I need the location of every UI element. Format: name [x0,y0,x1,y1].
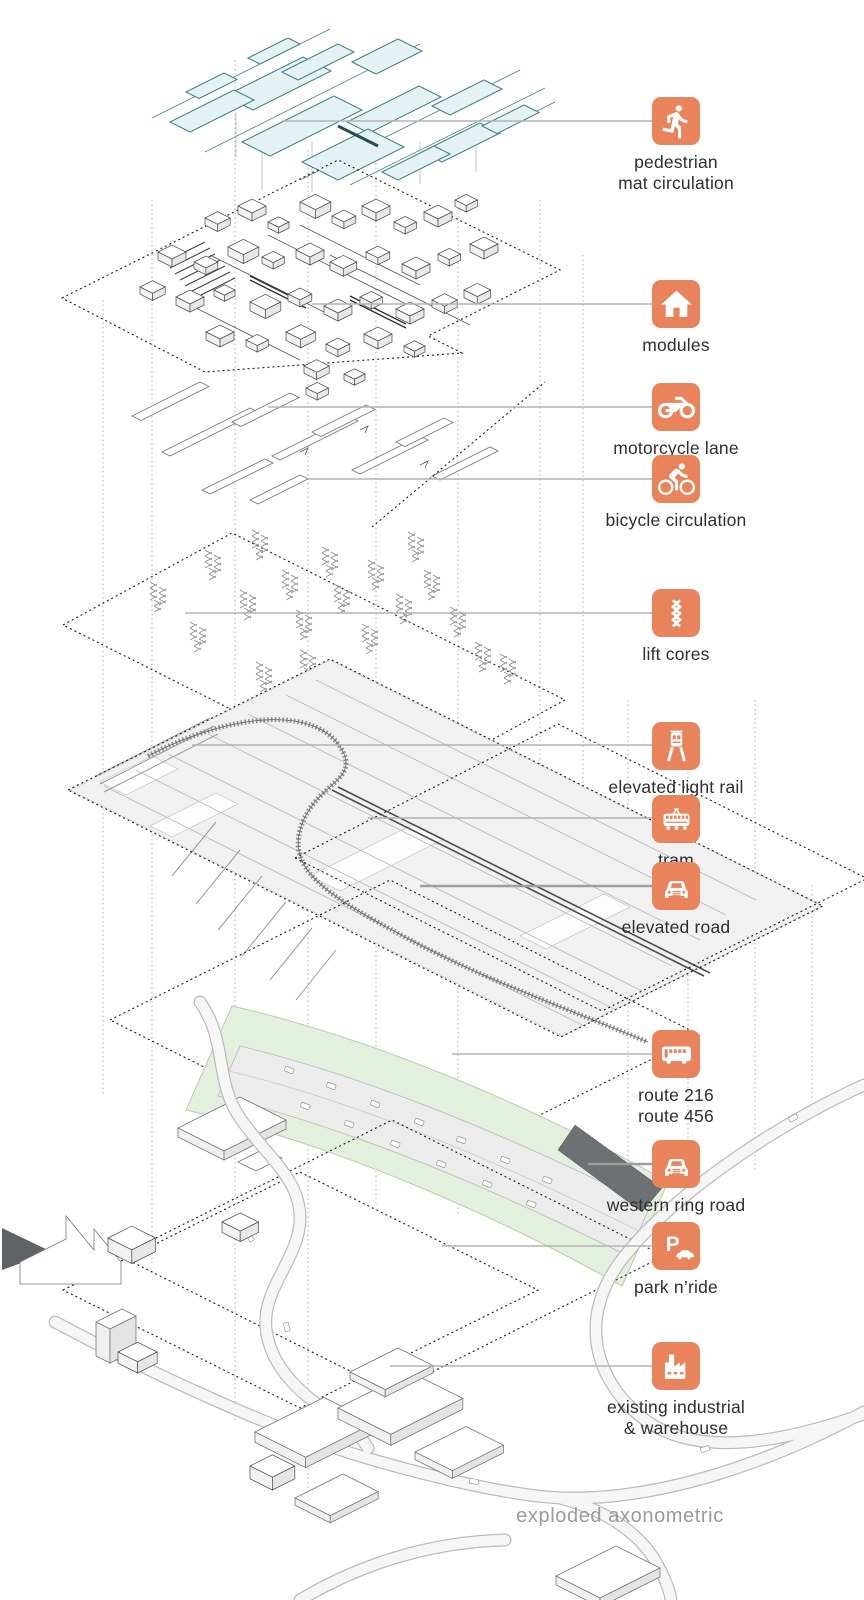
car-front-icon [652,1140,700,1188]
light-rail-icon [652,722,700,770]
legend-label: elevated light rail [608,777,744,797]
bus-icon [652,1030,700,1078]
western-ring-road-wedge [557,1124,663,1213]
car-front-icon [652,862,700,910]
industrial-buildings [2,1212,661,1600]
legend-item-tram: tram [652,795,700,870]
pedestrian-icon [652,97,700,145]
legend-item-western-ring-road: western ring road [607,1140,745,1215]
cars-on-road [284,1065,553,1209]
legend-item-park-n-ride: park n’ride [634,1222,718,1297]
factory-icon [652,1342,700,1390]
legend-label: modules [642,335,710,355]
legend-label: elevated road [621,917,731,937]
house-icon [652,280,700,328]
legend-item-elevated-road: elevated road [622,862,730,937]
diagram-caption: exploded axonometric [516,1505,724,1527]
layer-modules [60,159,562,401]
bicycle-icon [652,455,700,503]
lift-core-icon [652,589,700,637]
legend-label: bicycle circulation [605,510,747,530]
layer-bus-routes [108,879,702,1287]
tram-icon [652,795,700,843]
legend-label: western ring road [606,1195,746,1215]
layer-industrial-ground [2,995,864,1600]
layer-lanes [130,381,546,528]
legend-item-bicycle-circulation: bicycle circulation [606,455,746,530]
legend-label: existing industrial& warehouse [606,1397,746,1438]
legend-item-modules: modules [642,280,710,355]
layer-infrastructure-slab [66,658,864,1045]
legend-label: motorcycle lane [613,438,739,458]
legend-label: lift cores [642,644,710,664]
layer-pedestrian-mat [151,28,556,192]
parking-icon [652,1222,700,1270]
legend-item-elevated-light-rail: elevated light rail [608,722,743,797]
legend-item-motorcycle-lane: motorcycle lane [613,383,739,458]
legend-label: park n’ride [634,1277,718,1297]
legend-item-existing-industrial-warehouse: existing industrial& warehouse [607,1342,745,1438]
legend-item-lift-cores: lift cores [642,589,709,664]
ground-roads [48,995,864,1600]
leader-lines [185,120,652,1367]
motorcycle-icon [652,383,700,431]
